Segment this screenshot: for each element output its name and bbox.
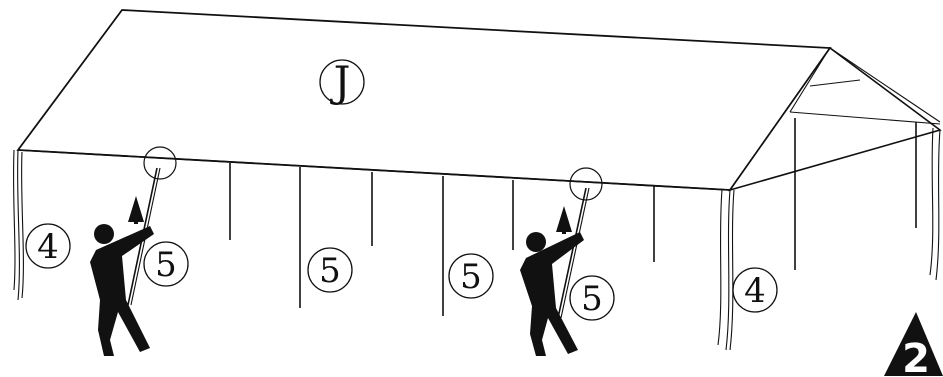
callout-part-5: 5 bbox=[144, 242, 188, 286]
svg-text:5: 5 bbox=[460, 257, 482, 297]
svg-text:5: 5 bbox=[581, 279, 603, 319]
svg-text:J: J bbox=[330, 57, 351, 106]
svg-text:5: 5 bbox=[155, 245, 177, 285]
svg-text:4: 4 bbox=[744, 271, 766, 311]
svg-text:5: 5 bbox=[319, 251, 341, 291]
svg-text:4: 4 bbox=[37, 227, 59, 267]
callout-part-4-left: 4 bbox=[26, 224, 70, 268]
callout-part-5: 5 bbox=[449, 254, 493, 298]
person-icon bbox=[90, 196, 154, 356]
callout-part-5: 5 bbox=[570, 276, 614, 320]
svg-text:2: 2 bbox=[902, 336, 930, 377]
person-icon bbox=[520, 206, 584, 356]
callout-part-4-right: 4 bbox=[733, 268, 777, 312]
side-wall-left bbox=[14, 150, 24, 300]
callout-part-5: 5 bbox=[308, 248, 352, 292]
step-number-badge: 2 bbox=[884, 312, 943, 377]
canopy-roof bbox=[18, 10, 940, 190]
